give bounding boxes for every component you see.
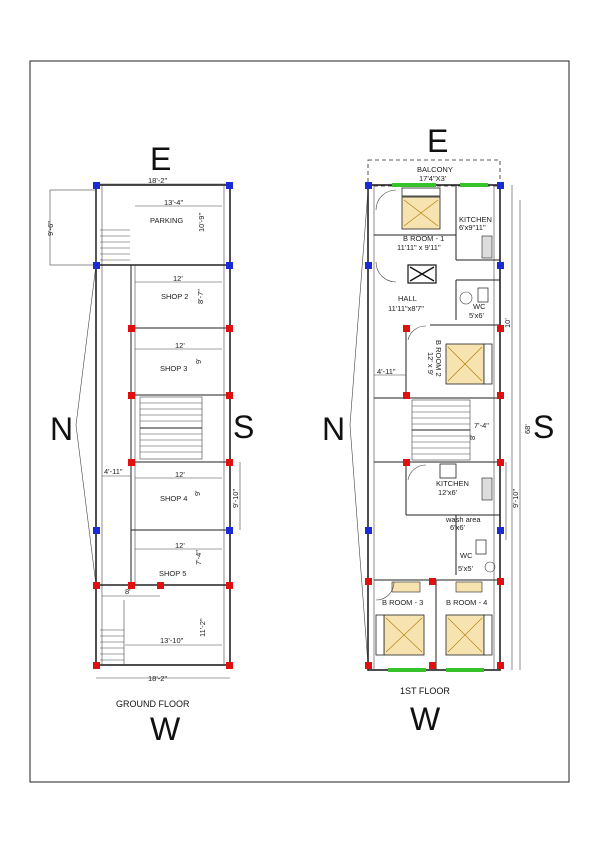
ff-room-wc1: WC bbox=[473, 302, 486, 311]
gf-front-stair bbox=[100, 229, 130, 261]
gf-dim-shop4-depth: 9' bbox=[193, 490, 202, 496]
ff-room-wc1-size: 5'x6' bbox=[469, 311, 485, 320]
gf-room-shop4: SHOP 4 bbox=[160, 494, 187, 503]
gf-dim-shop2-depth: 8'-7" bbox=[196, 289, 205, 304]
ff-room-broom3: B ROOM - 3 bbox=[382, 598, 423, 607]
gf-east-label: E bbox=[150, 141, 171, 177]
first-floor-plan: E W N S bbox=[322, 123, 554, 737]
ff-bed-4 bbox=[445, 581, 493, 656]
gf-caption: GROUND FLOOR bbox=[116, 699, 190, 709]
ff-room-broom1-size: 11'11" x 9'11" bbox=[397, 243, 441, 252]
ff-wc1-toilet bbox=[477, 287, 489, 303]
ff-room-hall: HALL bbox=[398, 294, 417, 303]
ff-wc2-toilet bbox=[475, 539, 487, 555]
ff-wc2-basin bbox=[484, 561, 496, 573]
sheet-border bbox=[29, 60, 570, 783]
ff-windows bbox=[388, 183, 488, 672]
ff-room-balcony: BALCONY bbox=[417, 165, 453, 174]
gf-dim-side-depth: 9'-10" bbox=[231, 489, 240, 508]
ff-room-wc2: WC bbox=[460, 551, 473, 560]
ff-room-wash: wash area bbox=[445, 515, 481, 524]
ff-room-broom4: B ROOM - 4 bbox=[446, 598, 487, 607]
gf-dim-rear-depth: 11'-2" bbox=[198, 618, 207, 637]
ff-kitchen-sink-1 bbox=[481, 235, 493, 259]
gf-room-shop5: SHOP 5 bbox=[159, 569, 186, 578]
ff-bed-1 bbox=[401, 187, 441, 230]
gf-west-label: W bbox=[150, 711, 181, 747]
ff-room-kitchen2-size: 12'x6' bbox=[438, 488, 458, 497]
gf-dim-left-depth: 9'-6" bbox=[46, 221, 55, 236]
ff-dim-corridor: 4'-11" bbox=[377, 367, 396, 376]
ff-room-kitchen2: KITCHEN bbox=[436, 479, 469, 488]
gf-dim-corridor: 4'-11" bbox=[104, 467, 123, 476]
ff-room-broom2: B ROOM 2 bbox=[434, 340, 443, 377]
gf-room-shop2: SHOP 2 bbox=[161, 292, 188, 301]
ff-dim-stair-depth: 8' bbox=[468, 434, 477, 440]
gf-dim-bottom-width: 18'-2" bbox=[148, 674, 167, 683]
gf-dim-parking-width: 13'-4" bbox=[164, 198, 183, 207]
ff-room-wc2-size: 5'x5' bbox=[458, 564, 474, 573]
ff-wc1-basin bbox=[459, 291, 473, 305]
gf-dim-shop3-width: 12' bbox=[175, 341, 185, 350]
ff-west-label: W bbox=[410, 701, 441, 737]
ff-kitchen-stove-2 bbox=[439, 463, 457, 479]
gf-columns bbox=[93, 182, 233, 669]
ff-room-hall-size: 11'11"x8'7" bbox=[388, 304, 424, 313]
gf-dim-top-width: 18'-2" bbox=[148, 176, 167, 185]
ff-room-kitchen1-size: 6'x9"11" bbox=[459, 223, 486, 232]
ff-room-broom1: B ROOM - 1 bbox=[403, 234, 444, 243]
ff-dim-stair-width: 7'-4" bbox=[474, 421, 489, 430]
gf-dim-shop4-width: 12' bbox=[175, 470, 185, 479]
gf-dim-small: 8' bbox=[125, 587, 131, 596]
gf-room-parking: PARKING bbox=[150, 216, 183, 225]
gf-room-shop3: SHOP 3 bbox=[160, 364, 187, 373]
gf-south-label: S bbox=[233, 409, 254, 445]
ff-room-wash-size: 6'x6' bbox=[450, 523, 466, 532]
gf-dim-rear-width: 13'-10" bbox=[160, 636, 184, 645]
ff-stair bbox=[411, 399, 471, 461]
ff-caption: 1ST FLOOR bbox=[400, 686, 450, 696]
ff-dining-table bbox=[407, 264, 437, 284]
ff-south-label: S bbox=[533, 409, 554, 445]
ff-dim-right-gap: 10' bbox=[503, 318, 512, 328]
gf-middle-stair bbox=[139, 396, 203, 460]
ff-dim-side-depth: 9'-10" bbox=[511, 489, 520, 508]
gf-dim-shop3-depth: 9' bbox=[194, 358, 203, 364]
gf-north-label: N bbox=[50, 411, 73, 447]
ff-bed-2 bbox=[445, 343, 493, 385]
gf-dim-shop5-width: 12' bbox=[175, 541, 185, 550]
gf-rear-stair bbox=[100, 600, 125, 665]
ff-room-kitchen1: KITCHEN bbox=[459, 215, 492, 224]
gf-outer-wall bbox=[95, 184, 231, 666]
ff-bed-3 bbox=[375, 581, 425, 656]
ff-north-label: N bbox=[322, 411, 345, 447]
gf-dim-parking-depth: 10'-9" bbox=[197, 213, 206, 232]
ff-dim-total-depth: 68' bbox=[523, 424, 532, 434]
ff-room-broom2-size: 12' x 9' bbox=[426, 352, 435, 376]
ff-columns bbox=[365, 182, 504, 669]
ff-room-balcony-size: 17'4"X3' bbox=[419, 174, 447, 183]
ff-east-label: E bbox=[427, 123, 448, 159]
ground-floor-plan: E W N S bbox=[46, 141, 254, 747]
gf-dim-shop5-depth: 7'-4" bbox=[194, 550, 203, 565]
ff-kitchen-sink-2 bbox=[481, 477, 493, 501]
gf-dim-shop2-width: 12' bbox=[173, 274, 183, 283]
